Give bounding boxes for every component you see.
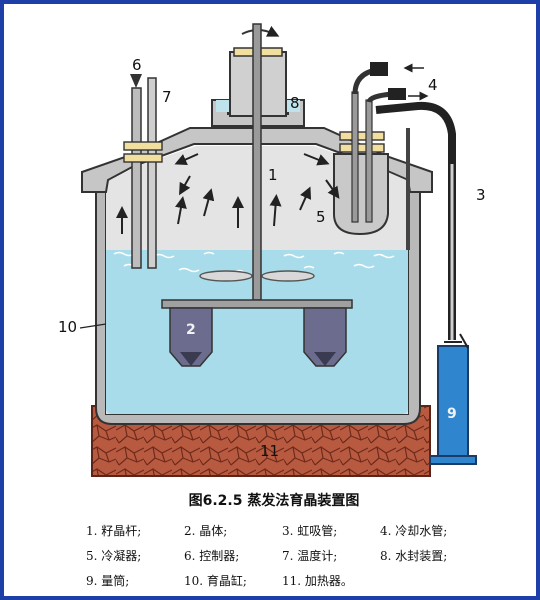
vapor-arrows <box>116 153 340 234</box>
siphon-tube <box>375 101 456 340</box>
seed-rod <box>252 23 262 301</box>
stirring-paddle-left <box>199 270 253 282</box>
legend-item-thermometer: 7. 温度计; <box>282 549 338 563</box>
legend-item-water-seal: 8. 水封装置; <box>380 549 448 563</box>
crystal-holder-bar <box>161 299 353 309</box>
label-1: 1 <box>268 166 278 184</box>
legend-item-controller: 6. 控制器; <box>184 549 240 563</box>
label-9: 9 <box>447 406 457 422</box>
legend-item-siphon: 3. 虹吸管; <box>282 524 338 538</box>
label-8: 8 <box>290 94 300 112</box>
leader-line-10 <box>79 323 107 329</box>
crystal-left <box>169 307 213 367</box>
label-4: 4 <box>428 76 438 94</box>
figure-legend: 1. 籽晶杆; 2. 晶体; 3. 虹吸管; 4. 冷却水管; 5. 冷凝器; … <box>86 518 526 593</box>
label-6: 6 <box>132 56 142 74</box>
measuring-cylinder <box>437 345 469 459</box>
figure-caption: 图6.2.5 蒸发法育晶装置图 <box>188 493 360 509</box>
label-11: 11 <box>260 442 279 460</box>
legend-row-2: 5. 冷凝器; 6. 控制器; 7. 温度计; 8. 水封装置; <box>86 543 526 568</box>
solution-surface-waves <box>113 251 395 273</box>
label-10: 10 <box>58 318 77 336</box>
legend-item-seed-rod: 1. 籽晶杆; <box>86 524 142 538</box>
stirring-paddle-right <box>261 270 315 282</box>
thermometer <box>147 77 157 269</box>
label-7: 7 <box>162 88 172 106</box>
legend-item-cylinder: 9. 量筒; <box>86 574 130 588</box>
legend-row-3: 9. 量筒; 10. 育晶缸; 11. 加热器。 <box>86 568 526 593</box>
legend-item-cooling-pipe: 4. 冷却水管; <box>380 524 448 538</box>
legend-item-condenser: 5. 冷凝器; <box>86 549 142 563</box>
controller <box>131 87 142 269</box>
legend-item-vessel: 10. 育晶缸; <box>184 574 247 588</box>
label-3: 3 <box>476 186 486 204</box>
evaporation-crystal-growth-diagram: 1 2 3 4 5 6 7 8 9 10 11 <box>58 23 486 477</box>
solution <box>106 250 408 414</box>
legend-item-crystal: 2. 晶体; <box>184 524 228 538</box>
condenser <box>333 153 389 236</box>
crystal-right <box>303 307 347 367</box>
legend-item-heater: 11. 加热器。 <box>282 574 353 588</box>
label-2: 2 <box>186 322 196 338</box>
label-5: 5 <box>316 208 326 226</box>
legend-row-1: 1. 籽晶杆; 2. 晶体; 3. 虹吸管; 4. 冷却水管; <box>86 518 526 543</box>
